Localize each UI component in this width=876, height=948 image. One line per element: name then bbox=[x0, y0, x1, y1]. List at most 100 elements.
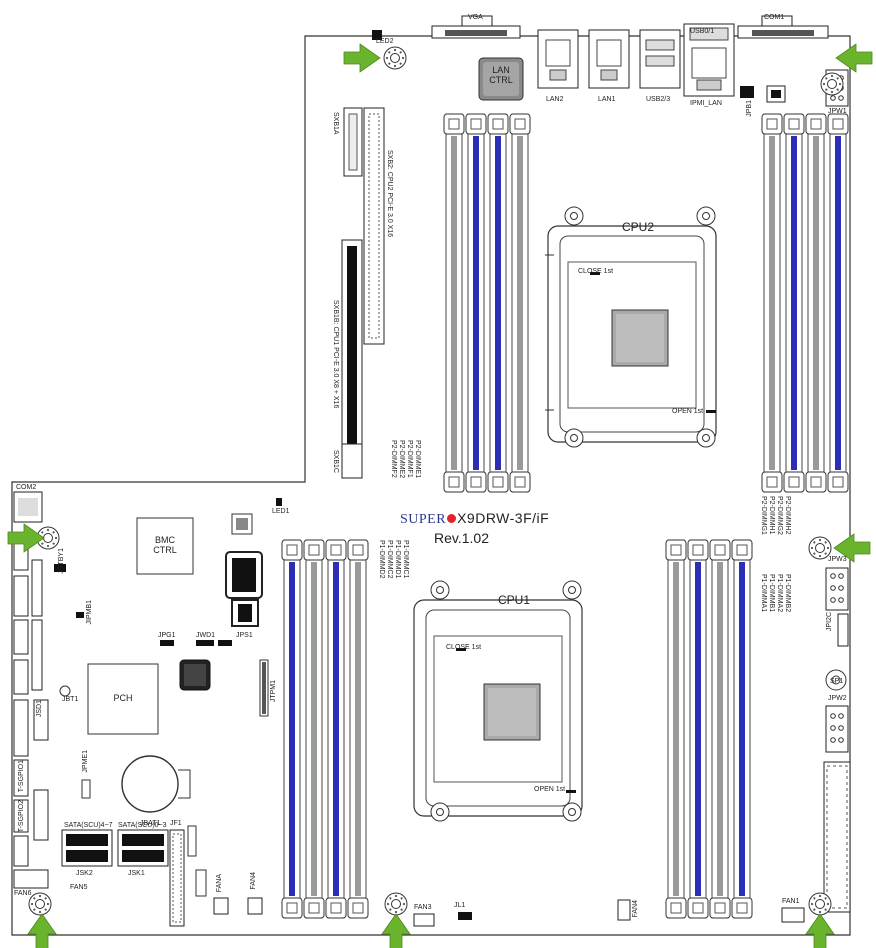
cpu1-socket bbox=[413, 580, 583, 822]
t-sgpio2-label: T-SGPIO2 bbox=[18, 800, 25, 833]
dimm-bank-p2-right bbox=[761, 113, 849, 493]
fan4-header bbox=[247, 897, 263, 915]
sata-a-label: SATA(SCU)4~7 bbox=[64, 822, 113, 829]
green-arrow-icon bbox=[343, 43, 381, 73]
green-arrow-icon bbox=[805, 913, 835, 948]
green-arrow-icon bbox=[7, 523, 45, 553]
lan2-port bbox=[537, 29, 579, 89]
fan3-label: FAN3 bbox=[414, 904, 432, 911]
battery bbox=[121, 755, 191, 813]
jtpm1-label: JTPM1 bbox=[270, 680, 277, 703]
pch-label: PCH bbox=[113, 693, 133, 703]
board-model: X9DRW-3F/iF bbox=[457, 510, 550, 526]
dimm-label: P1-DIMMD1 bbox=[394, 540, 401, 579]
usb23-label: USB2/3 bbox=[646, 96, 671, 103]
jpme1-label: JPME1 bbox=[82, 750, 89, 773]
dimm-slot bbox=[665, 539, 687, 919]
vga-connector bbox=[431, 15, 521, 39]
dimm-label: P1-DIMMC1 bbox=[402, 540, 409, 579]
dimm-label: P2-DIMMH2 bbox=[784, 496, 791, 535]
jf1-front-panel bbox=[169, 829, 185, 927]
fana-label: FANA bbox=[216, 874, 223, 893]
jf1-label: JF1 bbox=[170, 820, 182, 827]
lan1-label: LAN1 bbox=[598, 96, 616, 103]
slot-sxb1a-label: SXB1A bbox=[332, 112, 339, 135]
jumper-jpb1 bbox=[740, 86, 754, 98]
fan5-label: FAN5 bbox=[70, 884, 88, 891]
cpu2-label: CPU2 bbox=[622, 220, 655, 234]
dimm-slot bbox=[303, 539, 325, 919]
lan-ctrl-label: LAN CTRL bbox=[489, 65, 513, 85]
jpw4-atx-connector bbox=[823, 761, 851, 913]
fan3-header bbox=[413, 913, 435, 927]
pcie-slot-sxb1b bbox=[341, 239, 363, 477]
dimm-slot bbox=[347, 539, 369, 919]
jsk3-label: JPS1 bbox=[236, 632, 253, 639]
dimm-label: P1-DIMMA1 bbox=[760, 574, 767, 613]
jl1-label: JL1 bbox=[454, 902, 466, 909]
com1-connector bbox=[737, 15, 829, 39]
jpg1-label: JPG1 bbox=[158, 632, 176, 639]
dimm-label: P1-DIMMB2 bbox=[784, 574, 791, 613]
fan2-header bbox=[617, 899, 631, 921]
green-arrow-icon bbox=[835, 43, 873, 73]
fana-header bbox=[213, 897, 229, 915]
mounting-hole-icon bbox=[820, 72, 844, 96]
dimm-label: P2-DIMMG2 bbox=[776, 496, 783, 535]
jsk2-label: JSK2 bbox=[76, 870, 93, 877]
dimm-slot bbox=[805, 113, 827, 493]
com2-label: COM2 bbox=[16, 484, 37, 491]
mounting-hole-icon bbox=[808, 536, 832, 560]
jbat1-label: JBAT1 bbox=[140, 820, 161, 827]
fan4-label: FAN4 bbox=[250, 872, 257, 890]
jbt1-label: JBT1 bbox=[62, 696, 79, 703]
sp1-label: SP1 bbox=[830, 678, 844, 685]
vga-label: VGA bbox=[468, 14, 483, 21]
mounting-hole-icon bbox=[808, 892, 832, 916]
board-revision: Rev.1.02 bbox=[434, 530, 489, 546]
dimm-slot bbox=[487, 113, 509, 493]
lan2-label: LAN2 bbox=[546, 96, 564, 103]
pcie-slot-sxb1a bbox=[343, 107, 363, 177]
dimm-label: P2-DIMMF2 bbox=[390, 440, 397, 478]
dimm-label: P2-DIMMH1 bbox=[768, 496, 775, 535]
jsd1-label: JSD1 bbox=[36, 700, 43, 718]
fan2-label: FAN4 bbox=[632, 900, 639, 918]
jpi2c-label: JPI2C bbox=[826, 612, 833, 632]
cpu2-open-label: OPEN 1st bbox=[672, 408, 704, 415]
jwd1-label: JWD1 bbox=[196, 632, 216, 639]
dimm-label: P1-DIMMA2 bbox=[776, 574, 783, 613]
dimm-slot bbox=[709, 539, 731, 919]
jpme-label: LED2 bbox=[376, 38, 394, 45]
fan1-label: FAN1 bbox=[782, 898, 800, 905]
pcie-slot-sxb2 bbox=[363, 107, 385, 345]
jstby1-label: JSTBY1 bbox=[58, 548, 65, 574]
dimm-bank-p1-right bbox=[665, 539, 753, 919]
jpw3-label: JPW3 bbox=[828, 556, 847, 563]
dimm-label: P2-DIMME1 bbox=[414, 440, 421, 479]
dimm-label: P2-DIMMG1 bbox=[760, 496, 767, 535]
fan1-header bbox=[781, 907, 805, 923]
t-sgpio1-label: T-SGPIO1 bbox=[18, 760, 25, 793]
slot-sxb1b-label: SXB1B: CPU1 PCI-E 3.0 X8 + X16 bbox=[332, 300, 339, 409]
dimm-slot bbox=[325, 539, 347, 919]
dimm-slot bbox=[509, 113, 531, 493]
cpu1-close-label: CLOSE 1st bbox=[446, 644, 482, 651]
jpb1-label: JPB1 bbox=[746, 100, 753, 117]
dimm-slot bbox=[761, 113, 783, 493]
led1-label: LED1 bbox=[272, 508, 290, 515]
usb01-label: USB0/1 bbox=[690, 28, 715, 35]
dimm-slot bbox=[783, 113, 805, 493]
dimm-slot bbox=[687, 539, 709, 919]
dimm-slot bbox=[731, 539, 753, 919]
jsk1-label: JSK1 bbox=[128, 870, 145, 877]
jpw2-connector bbox=[825, 705, 849, 753]
sata-b-label: SATA(SCU)0~3 bbox=[118, 822, 167, 829]
mounting-hole-icon bbox=[383, 46, 407, 70]
mounting-hole-icon bbox=[384, 892, 408, 916]
dimm-label: P1-DIMMB1 bbox=[768, 574, 775, 613]
cpu1-open-label: OPEN 1st bbox=[534, 786, 566, 793]
board-brand: SUPER X9DRW-3F/iF bbox=[400, 510, 549, 528]
brand-name: SUPER bbox=[400, 512, 447, 527]
